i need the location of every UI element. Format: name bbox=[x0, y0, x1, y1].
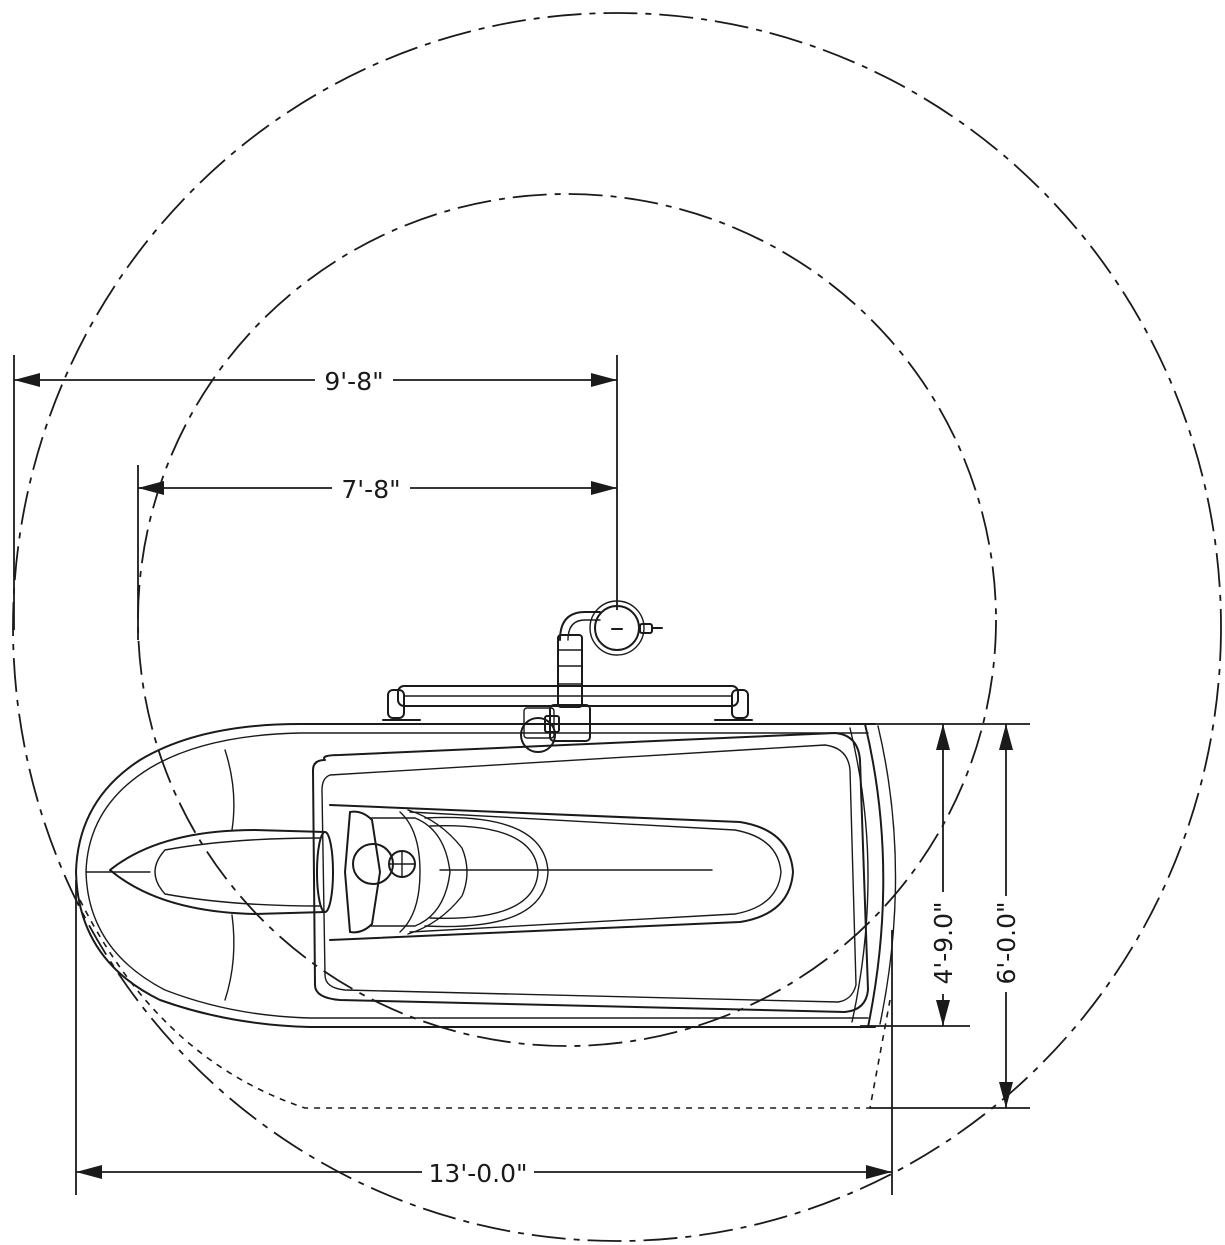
console-outline bbox=[344, 810, 381, 934]
seat-outline bbox=[329, 804, 794, 941]
davit-pivot-knob bbox=[639, 623, 653, 634]
handlebar-grip bbox=[407, 809, 468, 935]
arrow-left bbox=[138, 481, 164, 495]
seat-front-panel-inner bbox=[429, 825, 539, 919]
lift-mechanism bbox=[382, 600, 753, 753]
rail-post-left bbox=[387, 689, 405, 719]
rail-post-right bbox=[731, 689, 749, 719]
dim-text-overall-width: 6'-0.0" bbox=[992, 901, 1021, 984]
hull-gunwale-line bbox=[85, 732, 869, 1019]
dimension-overall-length: 13'-0.0" bbox=[75, 880, 893, 1195]
outer-swing-circle bbox=[12, 12, 1222, 1242]
seat-inner bbox=[409, 811, 782, 933]
hull-transom-edge bbox=[877, 725, 897, 1025]
dimension-hull-width: 4'-9.0" bbox=[860, 723, 1030, 1027]
dimension-reach-inner: 7'-8" bbox=[137, 465, 617, 640]
dimension-overall-width: 6'-0.0" bbox=[870, 724, 1030, 1109]
steering-hub bbox=[352, 843, 394, 885]
arrow-right bbox=[591, 481, 617, 495]
cockpit-inner bbox=[321, 744, 857, 1003]
hull-outer-outline bbox=[75, 723, 876, 1028]
motor-drum bbox=[520, 717, 556, 753]
nose-cone-outer bbox=[109, 829, 326, 915]
bow-deck-line-top bbox=[224, 749, 235, 831]
dim-text-reach-inner: 7'-8" bbox=[341, 475, 400, 504]
nose-cone-inner bbox=[154, 837, 321, 907]
arrow-right bbox=[591, 373, 617, 387]
seat-front-panel bbox=[424, 816, 549, 928]
motor-housing-block bbox=[523, 707, 555, 739]
davit-arm-inner bbox=[567, 619, 601, 641]
hull bbox=[75, 723, 897, 1109]
dimension-reach-outer: 9'-8" bbox=[13, 355, 618, 630]
handlebar-right bbox=[399, 811, 421, 933]
davit-mast bbox=[557, 634, 583, 708]
arrow-top bbox=[936, 724, 950, 750]
dim-text-reach-outer: 9'-8" bbox=[324, 367, 383, 396]
dim-text-overall-length: 13'-0.0" bbox=[429, 1159, 528, 1188]
inner-swing-circle bbox=[137, 193, 997, 1047]
hull-transom bbox=[864, 723, 885, 1028]
dim-text-hull-width: 4'-9.0" bbox=[929, 901, 958, 984]
arrow-bottom bbox=[936, 1000, 950, 1026]
swing-envelopes bbox=[12, 12, 1222, 1242]
arrow-top bbox=[999, 724, 1013, 750]
arrow-left bbox=[76, 1165, 102, 1179]
arrow-right bbox=[866, 1165, 892, 1179]
nose-cone-end bbox=[316, 831, 334, 913]
motor-cap bbox=[544, 715, 560, 733]
bow-nose bbox=[109, 829, 334, 915]
cockpit-outer bbox=[312, 732, 869, 1013]
footprint-hidden-line bbox=[79, 899, 891, 1109]
arrow-left bbox=[14, 373, 40, 387]
arrow-bottom bbox=[999, 1082, 1013, 1108]
hull-transom-inner bbox=[849, 727, 869, 1023]
davit-arm bbox=[559, 611, 601, 641]
handlebar-left bbox=[369, 817, 451, 927]
cockpit bbox=[312, 732, 869, 1013]
bow-deck-line-bottom bbox=[224, 914, 235, 1001]
